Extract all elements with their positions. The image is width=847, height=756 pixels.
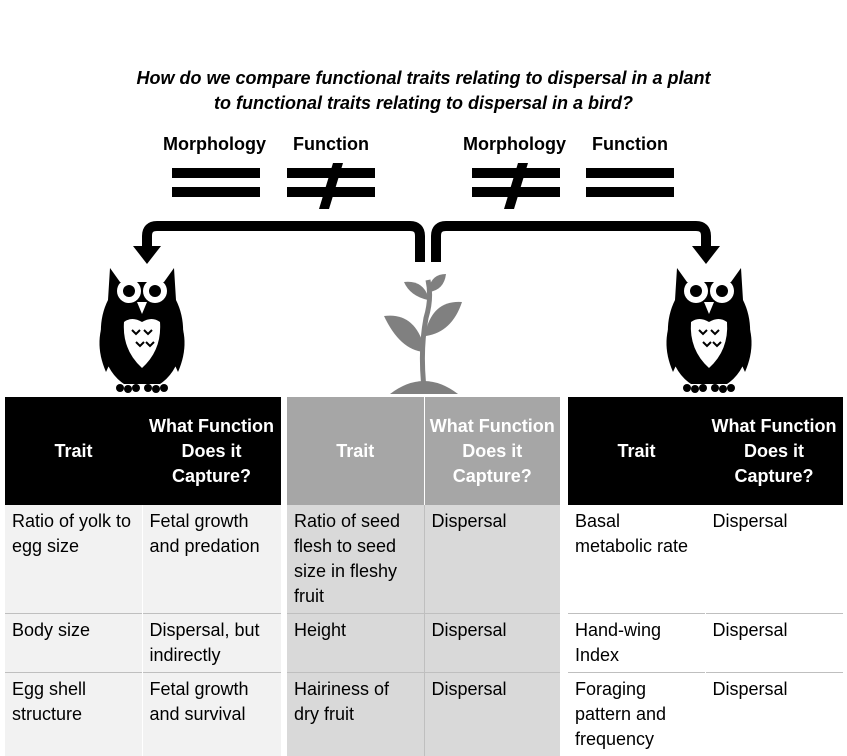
diagram-graphics: [99, 221, 752, 394]
not-equal-sign-icon: [287, 163, 375, 209]
trait-column-header: Trait: [5, 397, 142, 505]
table-row: Egg shell structure Fetal growth and sur…: [5, 672, 281, 756]
right-function-label: Function: [592, 134, 668, 154]
trait-cell: Height: [287, 613, 424, 673]
function-column-header: What Function Does it Capture?: [142, 397, 281, 505]
question-line-1: How do we compare functional traits rela…: [136, 68, 711, 88]
function-cell: Fetal growth and survival: [141, 672, 281, 756]
table-row: Height Dispersal: [287, 613, 560, 673]
owl-icon: [666, 268, 752, 393]
function-cell: Dispersal: [423, 613, 560, 673]
trait-cell: Ratio of yolk to egg size: [5, 505, 142, 614]
owl-icon: [99, 268, 185, 393]
bird-traits-table-right: Trait What Function Does it Capture? Bas…: [568, 397, 843, 756]
function-column-header: What Function Does it Capture?: [705, 397, 843, 505]
question-line-2: to functional traits relating to dispers…: [213, 93, 634, 113]
function-column-header: What Function Does it Capture?: [423, 397, 560, 505]
function-cell: Dispersal, but indirectly: [141, 613, 281, 673]
trait-column-header: Trait: [287, 397, 424, 505]
trait-cell: Ratio of seed flesh to seed size in fles…: [287, 505, 424, 614]
function-cell: Dispersal: [704, 613, 843, 673]
right-arrow: [431, 221, 720, 264]
function-cell: Dispersal: [704, 505, 843, 614]
table-row: Hand-wing Index Dispersal: [568, 613, 843, 673]
bird-traits-table-left: Trait What Function Does it Capture? Rat…: [5, 397, 281, 756]
table-row: Foraging pattern and frequency Dispersal: [568, 672, 843, 756]
equal-sign-icon: [172, 168, 260, 197]
function-cell: Dispersal: [704, 672, 843, 756]
equal-sign-icon: [586, 168, 674, 197]
table-row: Basal metabolic rate Dispersal: [568, 505, 843, 614]
left-function-label: Function: [293, 134, 369, 154]
function-cell: Dispersal: [423, 672, 560, 756]
not-equal-sign-icon: [472, 163, 560, 209]
right-morphology-label: Morphology: [463, 134, 566, 154]
trait-cell: Hairiness of dry fruit: [287, 672, 424, 756]
table-row: Ratio of yolk to egg size Fetal growth a…: [5, 505, 281, 614]
table-row: Hairiness of dry fruit Dispersal: [287, 672, 560, 756]
plant-icon: [384, 274, 462, 394]
left-arrow: [133, 221, 425, 264]
trait-cell: Egg shell structure: [5, 672, 142, 756]
left-morphology-label: Morphology: [163, 134, 266, 154]
table-row: Ratio of seed flesh to seed size in fles…: [287, 505, 560, 614]
function-cell: Fetal growth and predation: [141, 505, 281, 614]
table-row: Body size Dispersal, but indirectly: [5, 613, 281, 673]
trait-cell: Hand-wing Index: [568, 613, 705, 673]
question-title: How do we compare functional traits rela…: [0, 66, 847, 116]
trait-cell: Body size: [5, 613, 142, 673]
trait-column-header: Trait: [568, 397, 705, 505]
function-cell: Dispersal: [423, 505, 560, 614]
plant-traits-table: Trait What Function Does it Capture? Rat…: [287, 397, 560, 756]
trait-cell: Foraging pattern and frequency: [568, 672, 705, 756]
trait-cell: Basal metabolic rate: [568, 505, 705, 614]
